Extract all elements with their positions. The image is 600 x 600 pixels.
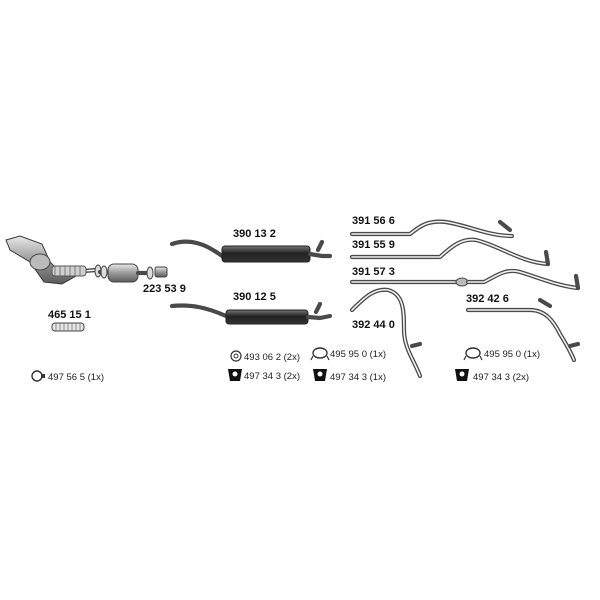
tail-pipe-391573 bbox=[349, 268, 581, 291]
hardware-label-5: 497 34 3 (1x) bbox=[330, 372, 386, 383]
part-number-390132: 390 13 2 bbox=[233, 228, 276, 240]
part-number-391566: 391 56 6 bbox=[352, 215, 395, 227]
pipe-connector bbox=[154, 266, 168, 278]
front-pipe-catalytic-converter bbox=[5, 235, 102, 285]
part-number-392440: 392 44 0 bbox=[352, 319, 395, 331]
hardware-label-4: 495 95 0 (1x) bbox=[330, 349, 386, 360]
hanger-ring-icon bbox=[463, 347, 483, 361]
part-number-391573: 391 57 3 bbox=[352, 266, 395, 278]
middle-silencer-upper bbox=[169, 239, 333, 263]
part-number-392426: 392 42 6 bbox=[466, 293, 509, 305]
hardware-label-7: 497 34 3 (2x) bbox=[473, 372, 529, 383]
flex-pipe bbox=[51, 322, 85, 332]
tail-pipe-392426 bbox=[465, 297, 581, 363]
hardware-label-3: 497 34 3 (2x) bbox=[244, 371, 300, 382]
middle-silencer-lower bbox=[169, 301, 333, 325]
rubber-mount-icon bbox=[313, 369, 327, 381]
catalytic-converter bbox=[97, 263, 154, 283]
part-number-223539: 223 53 9 bbox=[143, 283, 186, 295]
part-number-391559: 391 55 9 bbox=[352, 239, 395, 251]
tail-pipe-391559 bbox=[349, 237, 551, 267]
tail-pipe-391566 bbox=[349, 219, 515, 239]
hanger-ring-icon bbox=[310, 347, 330, 361]
rubber-mount-icon bbox=[455, 369, 469, 381]
part-number-390125: 390 12 5 bbox=[233, 291, 276, 303]
clamp-ring-icon bbox=[31, 370, 45, 382]
hardware-label-6: 495 95 0 (1x) bbox=[484, 349, 540, 360]
rubber-mount-icon bbox=[228, 369, 242, 381]
hardware-label-2: 493 06 2 (2x) bbox=[244, 352, 300, 363]
part-number-465151: 465 15 1 bbox=[48, 309, 91, 321]
gasket-icon bbox=[230, 350, 242, 362]
tail-pipe-392440 bbox=[349, 287, 423, 379]
hardware-label-1: 497 56 5 (1x) bbox=[48, 372, 104, 383]
